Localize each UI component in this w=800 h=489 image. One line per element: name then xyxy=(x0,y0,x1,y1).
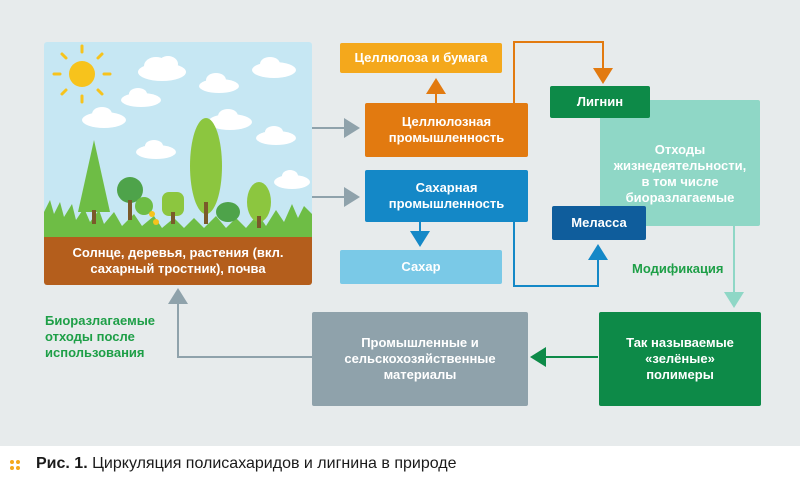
green-polymers-box: Так называемые «зелёные» полимеры xyxy=(599,312,761,406)
molasses-box: Меласса xyxy=(552,206,646,240)
cellulose-paper-box: Целлюлоза и бумага xyxy=(340,43,502,73)
figure-caption: Рис. 1. Циркуляция полисахаридов и лигни… xyxy=(36,455,457,473)
nature-scene-graphic xyxy=(44,44,312,237)
caption-prefix: Рис. 1. xyxy=(36,455,88,472)
arrow-cellulose-to-lignin xyxy=(513,41,613,103)
lignin-box: Лигнин xyxy=(550,86,650,118)
caption-text: Циркуляция полисахаридов и лигнина в при… xyxy=(92,455,457,472)
scene-label-bar xyxy=(44,237,312,285)
sugar-industry-box: Сахарная промышленность xyxy=(365,170,528,222)
flow-arrows xyxy=(168,41,744,367)
modification-note: Модификация xyxy=(632,261,724,276)
arrow-sugar-industry-to-molasses xyxy=(513,210,608,287)
tree-icon xyxy=(78,118,271,228)
materials-box: Промышленные и сельскохозяйственные мате… xyxy=(312,312,528,406)
scene-label: Солнце, деревья, растения (вкл. сахарный… xyxy=(72,245,284,276)
biodegradable-note: Биоразлагаемые отходы после использовани… xyxy=(45,313,156,360)
caption-dots-icon xyxy=(10,460,20,470)
sun-icon xyxy=(52,44,112,104)
waste-box: Отходы жизнедеятельности, в том числе би… xyxy=(600,100,760,226)
nature-illustration: Солнце, деревья, растения (вкл. сахарный… xyxy=(44,42,312,285)
sugar-box: Сахар xyxy=(340,250,502,284)
cloud-icon xyxy=(82,56,310,189)
grass-icon xyxy=(44,200,312,237)
arrow-materials-to-scene xyxy=(168,288,312,358)
cellulose-industry-box: Целлюлозная промышленность xyxy=(365,103,528,157)
